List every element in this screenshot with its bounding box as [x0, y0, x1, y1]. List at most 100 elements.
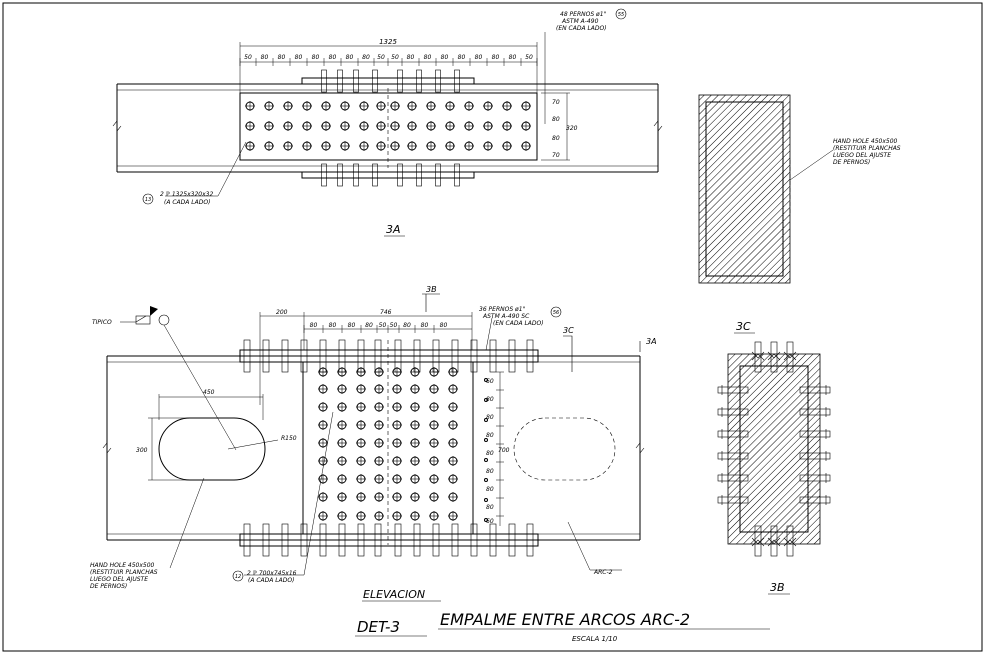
bolt-ref-3a: 55 [618, 12, 624, 18]
section-bolt [717, 496, 749, 504]
flange-bolt [337, 163, 343, 187]
flange-bolt [435, 163, 441, 187]
break-left [112, 120, 122, 132]
vert-dim-label: 80 [486, 396, 494, 403]
view-3a-label: 3A [386, 223, 401, 236]
spacing-label: 80 [440, 322, 448, 329]
flange-bolt-elev [243, 339, 251, 373]
spacing-label: 80 [261, 54, 269, 61]
vert-dim-label: 80 [486, 468, 494, 475]
spacing-label: 80 [424, 54, 432, 61]
spacing-label: 80 [312, 54, 320, 61]
plate-ref-3a-bubble [142, 193, 154, 205]
elev-break-left [102, 442, 112, 454]
box-note-line2: (RESTITUIR PLANCHAS [833, 145, 901, 152]
spacing-label: 80 [403, 322, 411, 329]
flange-bolt-elev [470, 523, 478, 557]
flange-bolt [435, 69, 441, 93]
dim-300: 300 [136, 447, 148, 454]
section-bolt [799, 408, 831, 416]
section-mark-3a: 3A [646, 337, 657, 346]
flange-bolt [353, 69, 359, 93]
section-bolt [717, 430, 749, 438]
hand-hole-left [158, 417, 266, 481]
plate-ref-3a: 13 [145, 197, 151, 203]
flange-bolt [321, 163, 327, 187]
box-note-line3: LUEGO DEL AJUSTE [833, 152, 891, 159]
vert-dim-label: 80 [486, 450, 494, 457]
flange-bolt [454, 163, 460, 187]
break-right [653, 120, 663, 132]
section-3c-outer [727, 353, 821, 545]
dim-450: 450 [203, 389, 215, 396]
dim-point [484, 418, 488, 422]
elev-bolt-ref-bubble [550, 306, 562, 318]
vert-dim-label: 80 [486, 432, 494, 439]
spacing-label: 80 [407, 54, 415, 61]
flange-bolt-group-3a [321, 69, 460, 187]
elev-height-700: 700 [498, 447, 510, 454]
section-3c-label: 3C [736, 320, 751, 333]
tipico-label: TIPICO [92, 319, 112, 326]
tipico-leader [120, 315, 147, 323]
flange-bolt-elev [508, 523, 516, 557]
box-outer [698, 94, 791, 284]
dim-point [484, 458, 488, 462]
elev-hh-note-line2: (RESTITUIR PLANCHAS [90, 569, 158, 576]
section-bolt-mark [767, 351, 781, 361]
dim-point [484, 398, 488, 402]
arc-label: ARC-2 [593, 569, 613, 576]
flange-bolt-elev [262, 339, 270, 373]
right-dim-2: 80 [552, 116, 560, 123]
box-note-line4: DE PERNOS) [833, 159, 870, 166]
elev-plate-ref: 12 [235, 574, 241, 580]
elev-bolt-note-line1: 36 PERNOS ø1" [479, 306, 526, 313]
plate-leader-3a [165, 141, 247, 197]
box-section: HAND HOLE 450x500 (RESTITUIR PLANCHAS LU… [698, 94, 901, 284]
right-dim-4: 70 [552, 152, 560, 159]
spacing-label: 50 [391, 54, 399, 61]
section-bolt-mark [783, 537, 797, 547]
section-3c-line [563, 335, 573, 372]
flange-bolt [353, 163, 359, 187]
flange-bolt-elev [374, 523, 382, 557]
flange-bolt-elev [281, 339, 289, 373]
section-bolt-mark [751, 537, 765, 547]
dim-point [484, 518, 488, 522]
vert-dim-label: 60 [486, 518, 494, 525]
flange-bolt-elev [319, 523, 327, 557]
dim-ticks-3a [239, 58, 538, 66]
plate-note-3a-line2: (A CADA LADO) [164, 199, 210, 206]
section-bolt [717, 474, 749, 482]
spacing-label: 80 [509, 54, 517, 61]
vert-dim-label: 80 [486, 414, 494, 421]
flange-bolt-elev [338, 523, 346, 557]
box-note-line1: HAND HOLE 450x500 [833, 138, 898, 145]
spacing-label: 80 [475, 54, 483, 61]
spacing-label: 80 [346, 54, 354, 61]
bottom-flange-plate [301, 171, 475, 179]
dim-point [484, 498, 488, 502]
height-dim-320: 320 [566, 125, 578, 132]
flange-bolt-elev [394, 523, 402, 557]
box-note-leader [789, 149, 834, 181]
section-mark-3b: 3B [426, 285, 437, 294]
spacing-label: 80 [348, 322, 356, 329]
spacing-label: 80 [458, 54, 466, 61]
flange-bolt-elev [281, 523, 289, 557]
spacing-label: 80 [421, 322, 429, 329]
section-bolt [799, 430, 831, 438]
bolt-note-3a-line1: 48 PERNOS ø1" [560, 11, 607, 18]
dim-point [484, 378, 488, 382]
tipico-symbol [135, 315, 151, 325]
flange-bolt-elev [262, 523, 270, 557]
bolt-group-3a [245, 101, 531, 151]
spacing-label: 50 [377, 54, 385, 61]
flange-bolt-elev [413, 523, 421, 557]
scale-label: ESCALA 1/10 [572, 635, 618, 643]
right-dim-1: 70 [552, 99, 560, 106]
